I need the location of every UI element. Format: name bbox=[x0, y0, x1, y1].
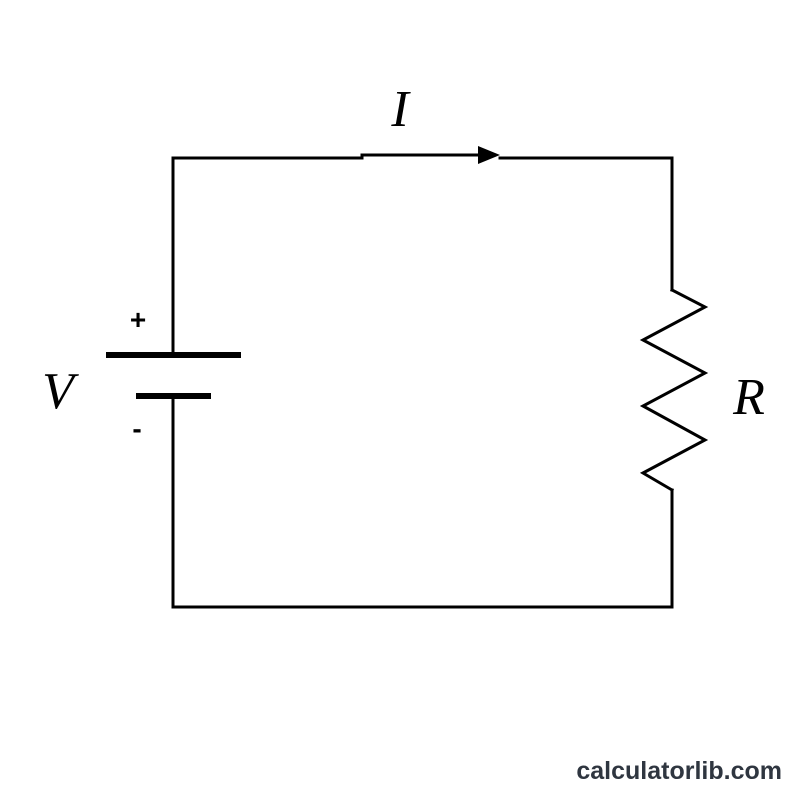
wire-bottom bbox=[171, 394, 674, 609]
positive-sign: + bbox=[130, 304, 146, 335]
wire-top-left bbox=[171, 156, 364, 357]
wire-top-right bbox=[498, 156, 674, 292]
current-arrow-icon bbox=[478, 146, 500, 164]
negative-sign: - bbox=[132, 413, 141, 444]
resistance-label: R bbox=[732, 369, 765, 426]
voltage-label: V bbox=[42, 363, 79, 420]
resistor-zigzag bbox=[639, 287, 709, 493]
current-label: I bbox=[390, 81, 411, 138]
site-watermark: calculatorlib.com bbox=[576, 757, 782, 785]
